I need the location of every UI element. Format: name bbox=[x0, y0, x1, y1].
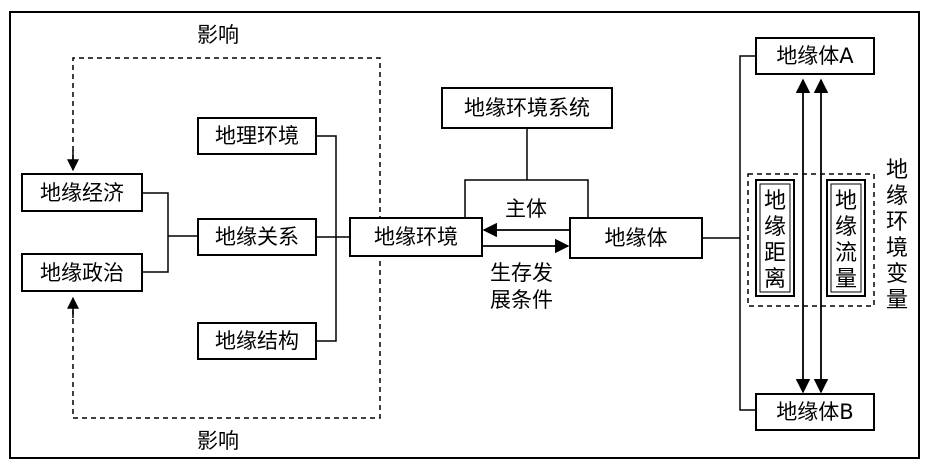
geo-env-variables-label: 地缘环境变量 bbox=[886, 158, 908, 313]
box-geo-entity-label: 地缘体 bbox=[605, 226, 668, 250]
dist-text-char: 地 bbox=[764, 189, 786, 214]
subject-label: 主体 bbox=[505, 197, 547, 221]
box-geo-relations-label: 地缘关系 bbox=[215, 225, 299, 249]
dist-text-char: 离 bbox=[764, 267, 786, 292]
box-geo-economy: 地缘经济 bbox=[21, 173, 143, 212]
box-geo-politics-label: 地缘政治 bbox=[40, 261, 124, 285]
box-geo-distance-label: 地缘距离 bbox=[764, 189, 786, 292]
side-text-char: 地 bbox=[886, 158, 908, 183]
flow-text-char: 缘 bbox=[835, 215, 857, 240]
box-geo-entity-a-label: 地缘体A bbox=[776, 44, 854, 68]
system-connector bbox=[464, 128, 589, 218]
box-physical-env-label: 地理环境 bbox=[215, 124, 299, 148]
box-geo-environment-label: 地缘环境 bbox=[374, 225, 458, 249]
side-text-char: 变 bbox=[886, 262, 908, 287]
side-text-char: 量 bbox=[886, 288, 908, 313]
flow-text-char: 地 bbox=[835, 189, 857, 214]
box-geo-entity-b: 地缘体B bbox=[755, 393, 875, 431]
box-geo-economy-label: 地缘经济 bbox=[40, 181, 124, 205]
influence-label-bottom: 影响 bbox=[197, 429, 239, 453]
box-geo-flow: 地缘流量 bbox=[826, 179, 866, 297]
influence-label-top: 影响 bbox=[197, 23, 239, 47]
side-text-char: 缘 bbox=[886, 184, 908, 209]
survival-label-line1: 生存发 bbox=[490, 261, 553, 285]
box-geo-structure: 地缘结构 bbox=[197, 322, 317, 360]
side-text-char: 环 bbox=[886, 210, 908, 235]
box-geo-entity-a: 地缘体A bbox=[755, 37, 875, 75]
flow-text-char: 量 bbox=[835, 267, 857, 292]
box-geo-relations: 地缘关系 bbox=[197, 218, 317, 256]
variables-dashed-frame bbox=[747, 173, 875, 307]
box-geo-entity: 地缘体 bbox=[569, 217, 703, 259]
box-geo-env-system-label: 地缘环境系统 bbox=[464, 96, 590, 120]
box-physical-env: 地理环境 bbox=[197, 117, 317, 155]
box-geo-flow-label: 地缘流量 bbox=[835, 189, 857, 292]
box-geo-env-system: 地缘环境系统 bbox=[441, 87, 613, 129]
box-geo-distance: 地缘距离 bbox=[755, 179, 795, 297]
right-connector bbox=[702, 55, 756, 411]
left-connectors bbox=[142, 192, 198, 273]
dist-text-char: 缘 bbox=[764, 215, 786, 240]
survival-label-line2: 展条件 bbox=[490, 288, 553, 312]
box-geo-politics: 地缘政治 bbox=[21, 253, 143, 292]
middle-bracket bbox=[316, 135, 350, 342]
box-geo-structure-label: 地缘结构 bbox=[215, 329, 299, 353]
dist-text-char: 距 bbox=[764, 241, 786, 266]
outer-frame bbox=[9, 11, 920, 459]
side-text-char: 境 bbox=[886, 236, 908, 261]
box-geo-environment: 地缘环境 bbox=[349, 217, 483, 257]
flow-text-char: 流 bbox=[835, 241, 857, 266]
box-geo-entity-b-label: 地缘体B bbox=[776, 400, 853, 424]
